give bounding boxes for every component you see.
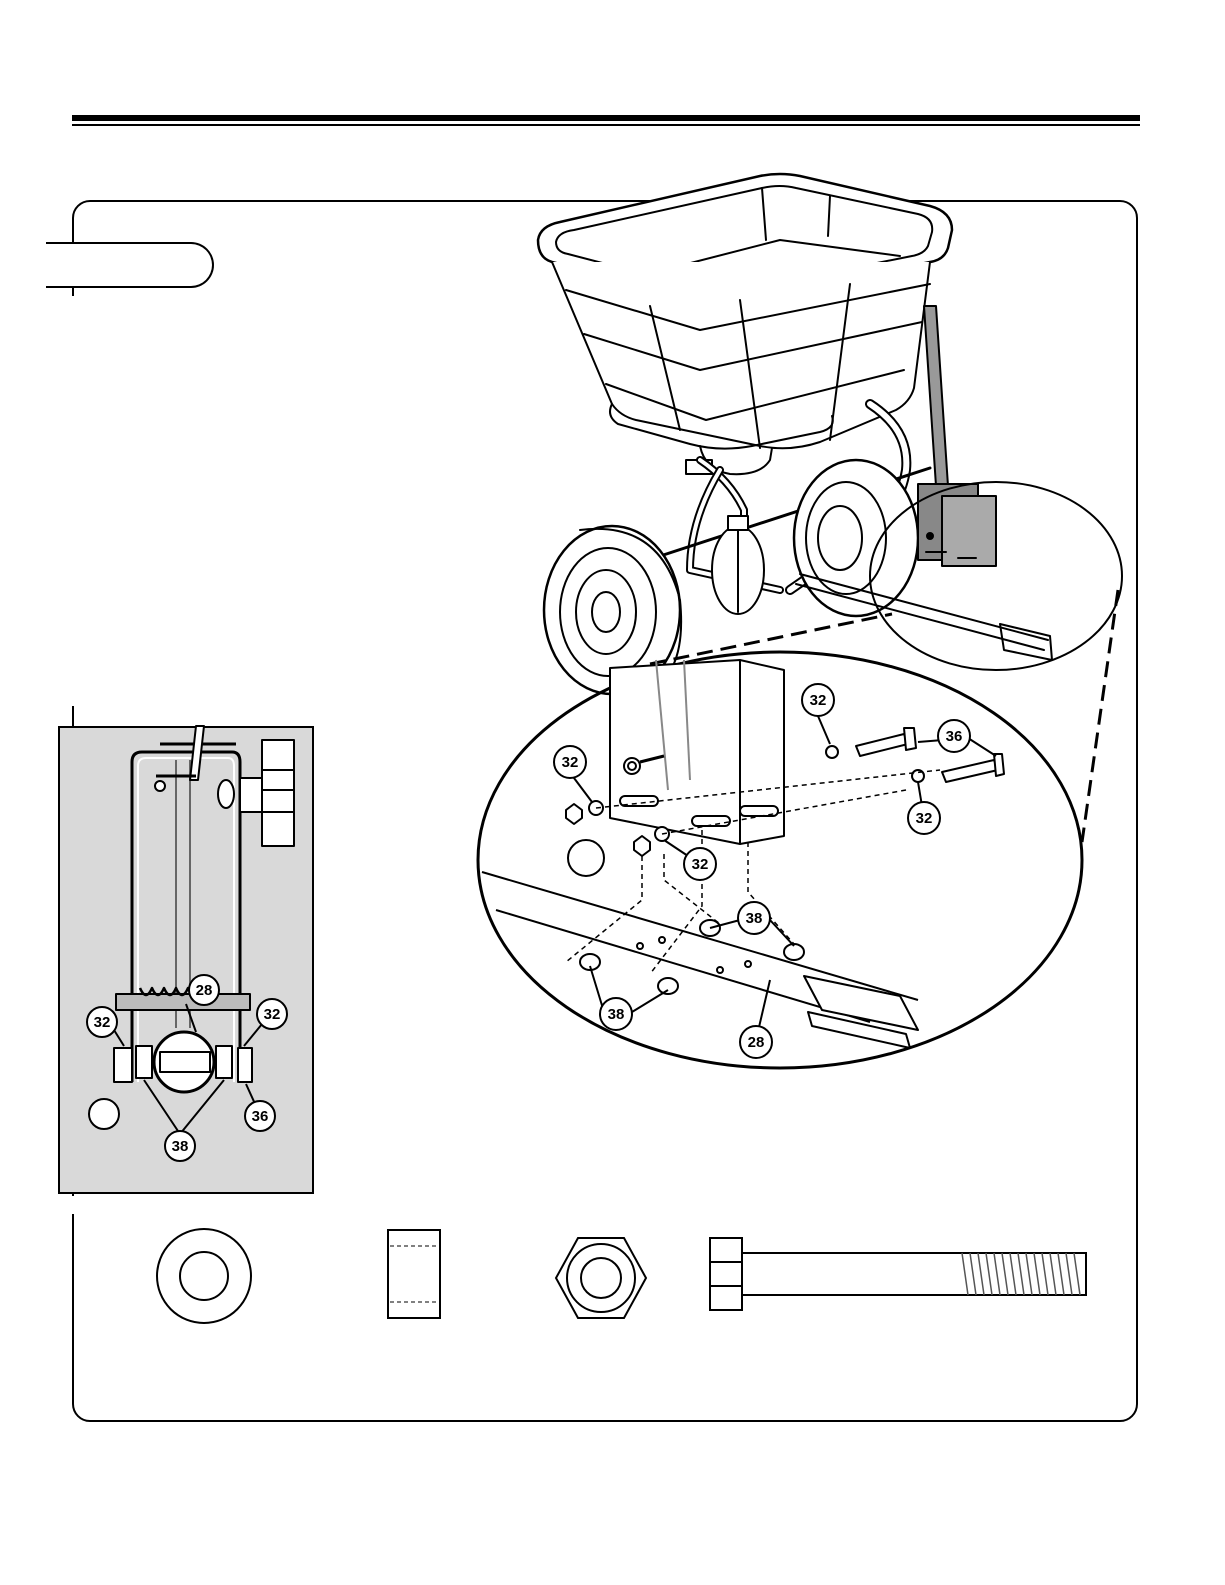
hex-nut-icon <box>556 1238 646 1318</box>
hex-bolt-icon <box>710 1238 1086 1310</box>
spacer-icon <box>388 1230 440 1318</box>
washer-icon <box>157 1229 251 1323</box>
